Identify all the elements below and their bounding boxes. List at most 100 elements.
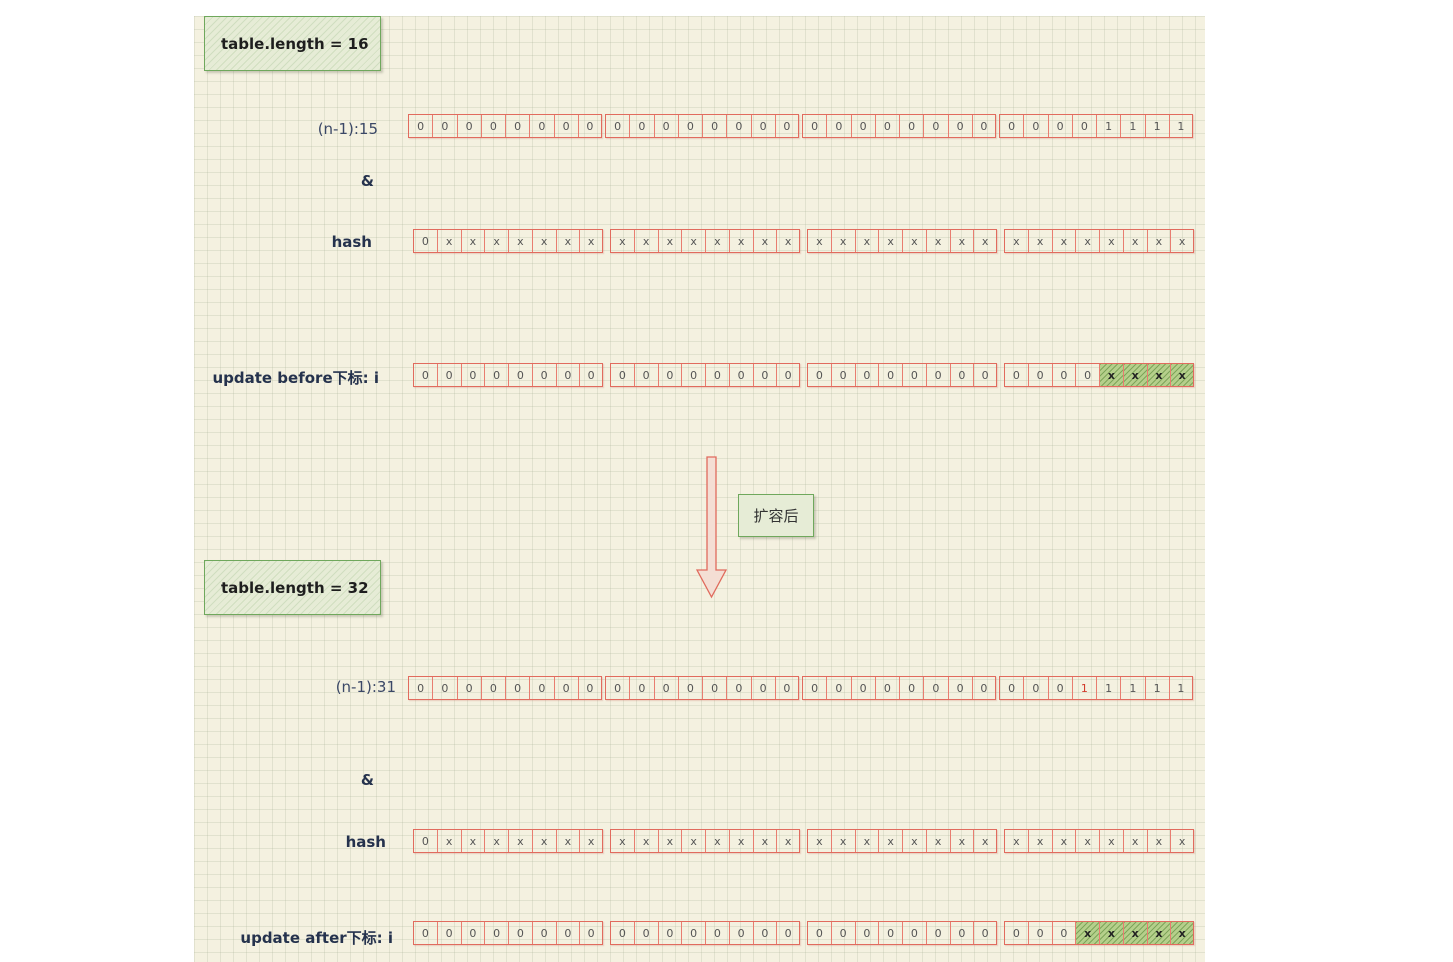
bit-cell: 0 xyxy=(482,115,506,137)
expand-label-box: 扩容后 xyxy=(738,494,814,537)
bit-cell: x xyxy=(509,830,533,852)
bit-cell: x xyxy=(1171,922,1193,944)
bit-cell: x xyxy=(903,230,927,252)
label-and-operator-top: & xyxy=(360,172,374,190)
bit-cell: x xyxy=(462,830,486,852)
bit-cell: 0 xyxy=(533,364,557,386)
bit-cell: 0 xyxy=(409,677,434,699)
bit-cell: x xyxy=(1076,922,1100,944)
bit-cell: 0 xyxy=(414,830,438,852)
bit-cell: 0 xyxy=(1000,115,1025,137)
bit-cell: 0 xyxy=(927,364,951,386)
bit-cell: x xyxy=(1147,364,1172,386)
bit-cell: 0 xyxy=(752,115,776,137)
bit-cell: 0 xyxy=(706,922,730,944)
bit-cell: 0 xyxy=(655,115,679,137)
title-table-length-16: table.length = 16 xyxy=(204,16,381,71)
bit-cell: 0 xyxy=(635,364,659,386)
bit-cell: x xyxy=(879,830,903,852)
bit-cell: 0 xyxy=(659,922,683,944)
bit-cell: x xyxy=(1076,230,1100,252)
bit-cell: x xyxy=(879,230,903,252)
bit-cell: x xyxy=(832,230,856,252)
bit-cell: x xyxy=(1123,364,1148,386)
bit-cell: 0 xyxy=(832,922,856,944)
bit-cell: x xyxy=(1029,230,1053,252)
bit-cell: 0 xyxy=(1024,677,1049,699)
bit-cell: x xyxy=(587,234,595,248)
bit-cell: 0 xyxy=(832,364,856,386)
bit-cell: x xyxy=(1171,364,1193,386)
bit-cell: x xyxy=(462,230,486,252)
bit-cell: 1 xyxy=(1073,677,1097,699)
bit-cell: 0 xyxy=(981,368,989,382)
bit-cell: x xyxy=(1100,230,1124,252)
bit-cell: x xyxy=(557,830,581,852)
bit-cell: x xyxy=(557,230,581,252)
bit-cell: 1 xyxy=(1097,677,1122,699)
bit-cell: 0 xyxy=(458,115,482,137)
bit-cell: 0 xyxy=(482,677,506,699)
bit-cell: 0 xyxy=(1024,115,1049,137)
bit-cell: x xyxy=(635,830,659,852)
bit-cell: x xyxy=(927,230,951,252)
bit-cell: x xyxy=(438,830,462,852)
bit-cell: 0 xyxy=(703,677,728,699)
bit-cell: 0 xyxy=(1076,364,1100,386)
bit-cell: x xyxy=(981,234,989,248)
bit-cell: 0 xyxy=(784,926,792,940)
bit-cell: x xyxy=(1124,230,1148,252)
bit-cell: 0 xyxy=(1029,364,1053,386)
bit-cell: 0 xyxy=(555,115,579,137)
bit-cell: 0 xyxy=(1073,115,1097,137)
bit-cell: 0 xyxy=(485,364,509,386)
bit-cell: 0 xyxy=(879,364,903,386)
bit-cell: x xyxy=(1178,234,1186,248)
bit-cell: 0 xyxy=(827,677,852,699)
label-and-operator-bottom: & xyxy=(360,771,374,789)
bit-cell: x xyxy=(856,230,880,252)
bit-cell: 0 xyxy=(557,922,581,944)
down-arrow-icon xyxy=(696,456,728,599)
bit-cell: x xyxy=(1100,364,1124,386)
bit-cell: 0 xyxy=(506,115,531,137)
bit-cell: 0 xyxy=(557,364,581,386)
bit-cell: 0 xyxy=(924,677,949,699)
bit-cell: 0 xyxy=(555,677,579,699)
bit-cell: 0 xyxy=(752,677,776,699)
bit-cell: x xyxy=(1147,922,1172,944)
bit-cell: 0 xyxy=(433,677,458,699)
bit-cell: x xyxy=(706,830,730,852)
bit-cell: 0 xyxy=(630,677,655,699)
bit-cell: 0 xyxy=(1053,364,1077,386)
bit-cell: 0 xyxy=(587,926,595,940)
bit-cell: x xyxy=(754,830,778,852)
bit-cell: 0 xyxy=(1053,922,1077,944)
bit-cell: 0 xyxy=(706,364,730,386)
bit-cell: 0 xyxy=(900,677,925,699)
bit-cell: 0 xyxy=(727,677,752,699)
bit-cell: 0 xyxy=(1005,364,1029,386)
bit-cell: x xyxy=(1100,922,1124,944)
bit-cell: x xyxy=(808,830,832,852)
bit-cell: 0 xyxy=(879,922,903,944)
bit-cell: x xyxy=(730,230,754,252)
bit-cell: 0 xyxy=(827,115,852,137)
bit-cell: x xyxy=(1178,834,1186,848)
